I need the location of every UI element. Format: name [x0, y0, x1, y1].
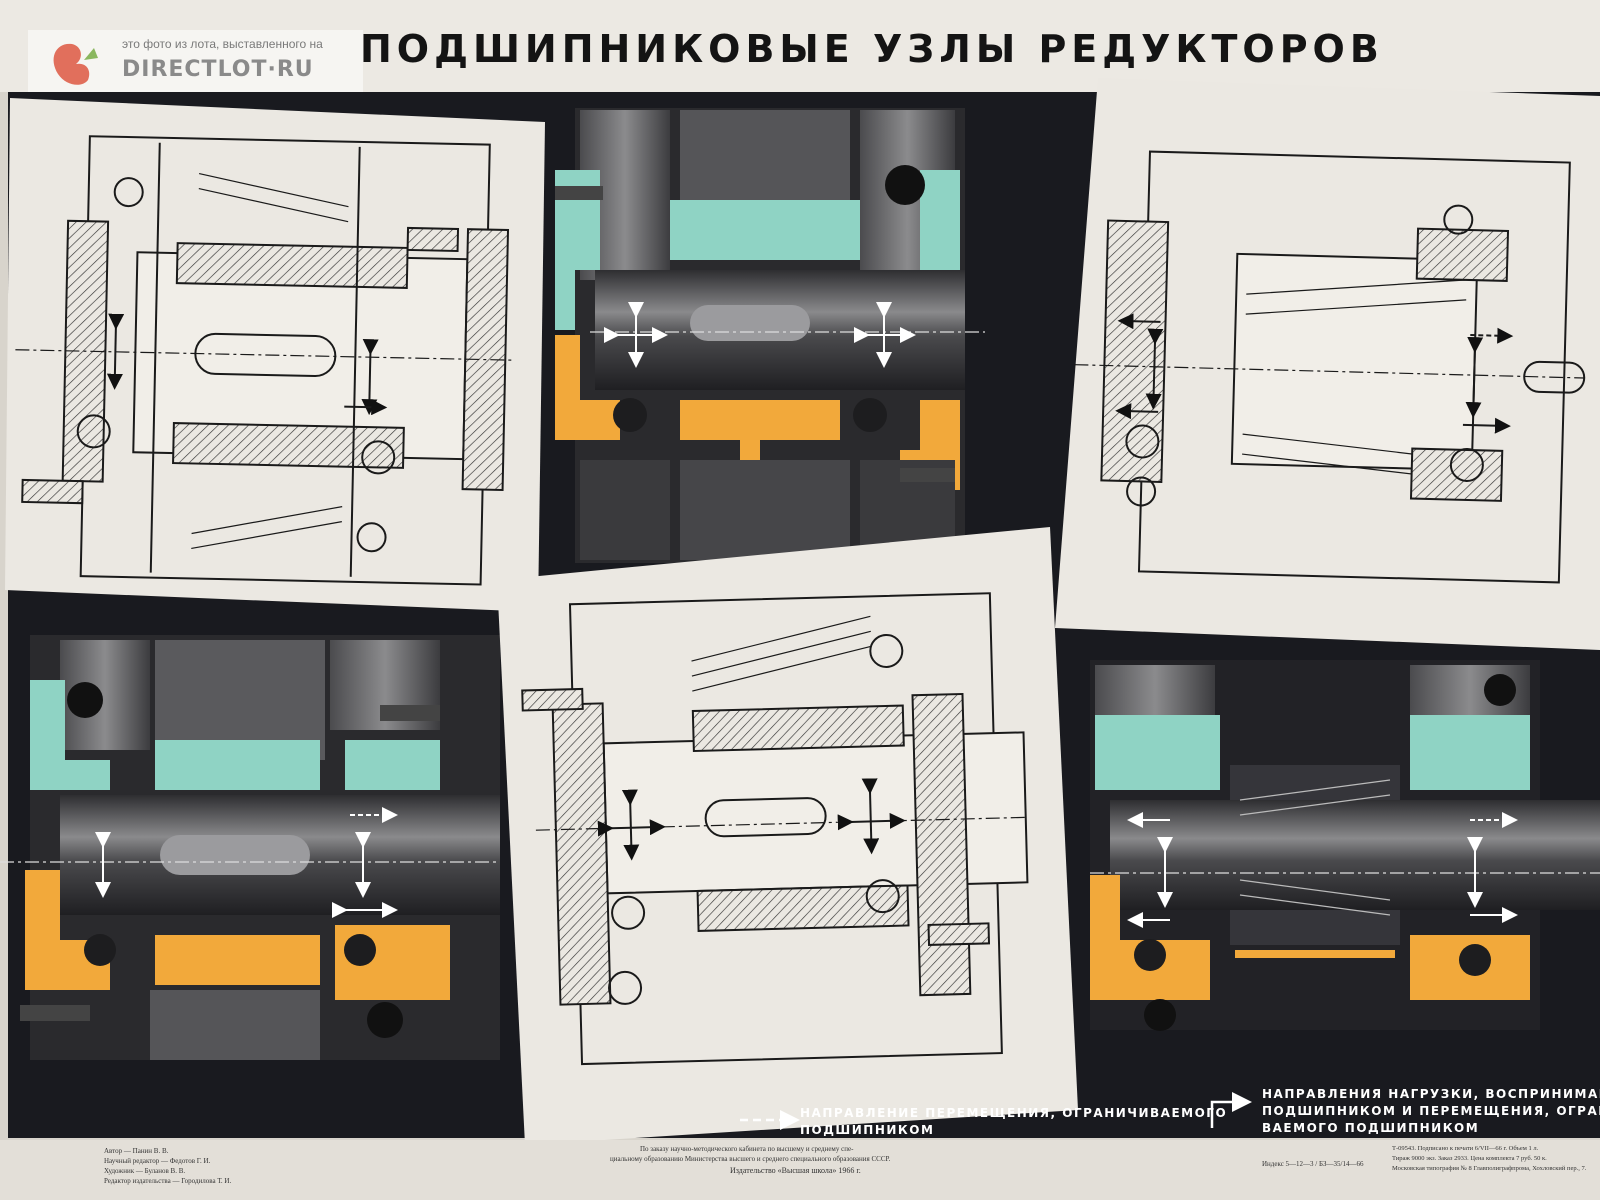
imprint-center-1: По заказу научно-методического кабинета … [640, 1145, 854, 1153]
legend-item2-line1: НАПРАВЛЕНИЯ НАГРУЗКИ, ВОСПРИНИМАЕМОЙ [1262, 1086, 1600, 1101]
panel-bottom-center-drawing [497, 527, 1078, 1145]
legend-item-load: НАПРАВЛЕНИЯ НАГРУЗКИ, ВОСПРИНИМАЕМОЙ ПОД… [1210, 1086, 1600, 1135]
legend-item2-line2: ПОДШИПНИКОМ И ПЕРЕМЕЩЕНИЯ, ОГРАНИЧИ- [1262, 1104, 1600, 1118]
imprint-center-3: Издательство «Высшая школа» 1966 г. [730, 1166, 861, 1175]
squirrel-logo-icon [53, 43, 98, 85]
watermark-site: DIRECTLOT·RU [122, 57, 314, 82]
panel-top-left-drawing [5, 98, 545, 612]
imprint-right-2: Тираж 9000 экз. Заказ 2933. Цена комплек… [1392, 1155, 1547, 1162]
watermark-caption: это фото из лота, выставленного на [122, 37, 323, 51]
panel-bottom-right-colored [1090, 660, 1600, 1031]
imprint: Автор — Панин В. В. Научный редактор — Ф… [104, 1145, 1587, 1185]
panel-top-center-colored [555, 108, 985, 563]
imprint-right-3: Московская типография № 8 Главполиграфпр… [1392, 1165, 1587, 1172]
legend: НАПРАВЛЕНИЕ ПЕРЕМЕЩЕНИЯ, ОГРАНИЧИВАЕМОГО… [740, 1086, 1600, 1137]
panel-top-right-drawing [1055, 78, 1600, 650]
poster-title: ПОДШИПНИКОВЫЕ УЗЛЫ РЕДУКТОРОВ [360, 27, 1384, 71]
watermark: это фото из лота, выставленного на DIREC… [28, 30, 363, 92]
imprint-center-2: циальному образованию Министерства высше… [610, 1155, 891, 1163]
imprint-author-4: Редактор издательства — Городилова Т. И. [104, 1177, 231, 1185]
imprint-author-1: Автор — Панин В. В. [104, 1147, 169, 1155]
panel-bottom-left-colored [0, 635, 500, 1060]
imprint-strip [0, 1140, 1600, 1200]
imprint-author-2: Научный редактор — Федотов Г. И. [104, 1157, 211, 1165]
imprint-index: Индекс 5—12—3 / БЗ—35/14—66 [1262, 1160, 1364, 1168]
legend-item1-line1: НАПРАВЛЕНИЕ ПЕРЕМЕЩЕНИЯ, ОГРАНИЧИВАЕМОГО [800, 1106, 1227, 1120]
legend-item1-line2: ПОДШИПНИКОМ [800, 1123, 934, 1137]
legend-item-movement: НАПРАВЛЕНИЕ ПЕРЕМЕЩЕНИЯ, ОГРАНИЧИВАЕМОГО… [740, 1106, 1227, 1137]
imprint-right-1: Т-09543. Подписано к печати 6/VII—66 г. … [1392, 1145, 1539, 1152]
imprint-author-3: Художник — Буланов В. В. [104, 1167, 185, 1175]
legend-item2-line3: ВАЕМОГО ПОДШИПНИКОМ [1262, 1121, 1479, 1135]
